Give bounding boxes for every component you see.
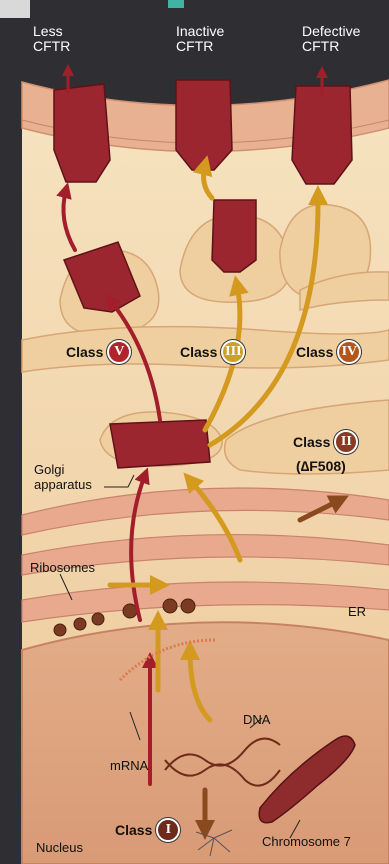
class-ii-label: Class II: [293, 430, 358, 454]
class-iii-badge: III: [221, 340, 245, 364]
label-nucleus: Nucleus: [36, 840, 83, 855]
class-iv-badge: IV: [337, 340, 361, 364]
label-er: ER: [348, 604, 366, 619]
class-i-badge: I: [156, 818, 180, 842]
label-golgi: Golgi apparatus: [34, 462, 92, 492]
class-v-label: Class V: [66, 340, 131, 364]
label-chromosome-7: Chromosome 7: [262, 834, 351, 849]
class-ii-note: (∆F508): [296, 458, 346, 474]
corner-inset: [0, 0, 30, 18]
class-v-badge: V: [107, 340, 131, 364]
label-dna: DNA: [243, 712, 270, 727]
class-v-word: Class: [66, 344, 103, 360]
class-iii-label: Class III: [180, 340, 245, 364]
class-i-word: Class: [115, 822, 152, 838]
class-iv-label: Class IV: [296, 340, 361, 364]
label-mrna: mRNA: [110, 758, 148, 773]
class-i-label: Class I: [115, 818, 180, 842]
label-less-cftr: Less CFTR: [33, 24, 70, 54]
label-ribosomes: Ribosomes: [30, 560, 95, 575]
endoplasmic-reticulum: [22, 488, 389, 622]
class-iv-word: Class: [296, 344, 333, 360]
class-ii-badge: II: [334, 430, 358, 454]
label-defective-cftr: Defective CFTR: [302, 24, 360, 54]
class-ii-word: Class: [293, 434, 330, 450]
label-inactive-cftr: Inactive CFTR: [176, 24, 224, 54]
corner-accent: [168, 0, 184, 8]
class-iii-word: Class: [180, 344, 217, 360]
